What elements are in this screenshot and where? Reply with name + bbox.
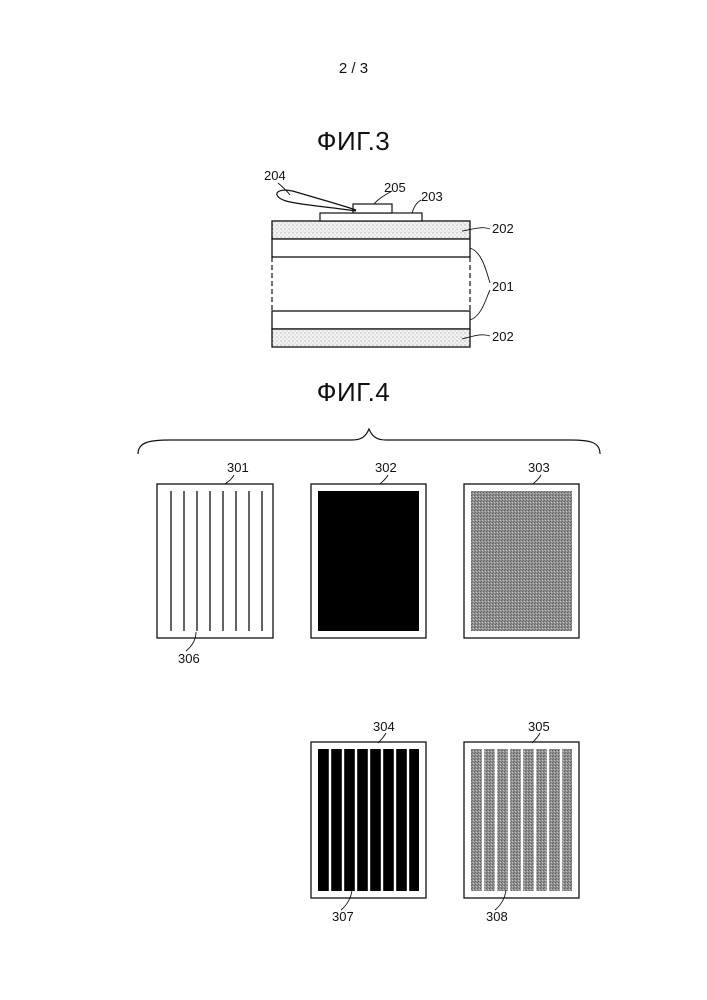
sample-302 (311, 484, 426, 638)
layer-202-top (272, 221, 470, 239)
element-203 (320, 213, 422, 221)
leader-303 (533, 475, 541, 484)
label-204: 204 (264, 168, 286, 183)
label-306: 306 (178, 651, 200, 666)
label-302: 302 (375, 460, 397, 475)
layer-202-bottom (272, 329, 470, 347)
element-205 (353, 204, 392, 213)
sample-305 (464, 742, 579, 898)
label-203: 203 (421, 189, 443, 204)
leader-302 (380, 475, 388, 484)
sample-303 (464, 484, 579, 638)
label-202-bottom: 202 (492, 329, 514, 344)
layer-201-upper (272, 239, 470, 257)
label-304: 304 (373, 719, 395, 734)
label-307: 307 (332, 909, 354, 924)
leader-204 (278, 183, 290, 195)
leader-203 (412, 200, 421, 213)
sample-301 (157, 484, 273, 638)
leader-201-b (470, 290, 490, 320)
label-305: 305 (528, 719, 550, 734)
leader-301 (225, 475, 234, 484)
leader-201-a (470, 248, 490, 283)
layer-201-lower (272, 311, 470, 329)
label-301: 301 (227, 460, 249, 475)
label-201: 201 (492, 279, 514, 294)
label-303: 303 (528, 460, 550, 475)
label-205: 205 (384, 180, 406, 195)
label-308: 308 (486, 909, 508, 924)
grouping-brace (138, 429, 600, 454)
label-202-top: 202 (492, 221, 514, 236)
figure-4-diagram: 301 302 303 306 304 305 307 308 (138, 429, 600, 924)
figure-3-diagram: 204 205 203 202 201 202 (264, 168, 514, 347)
sample-304 (311, 742, 426, 898)
